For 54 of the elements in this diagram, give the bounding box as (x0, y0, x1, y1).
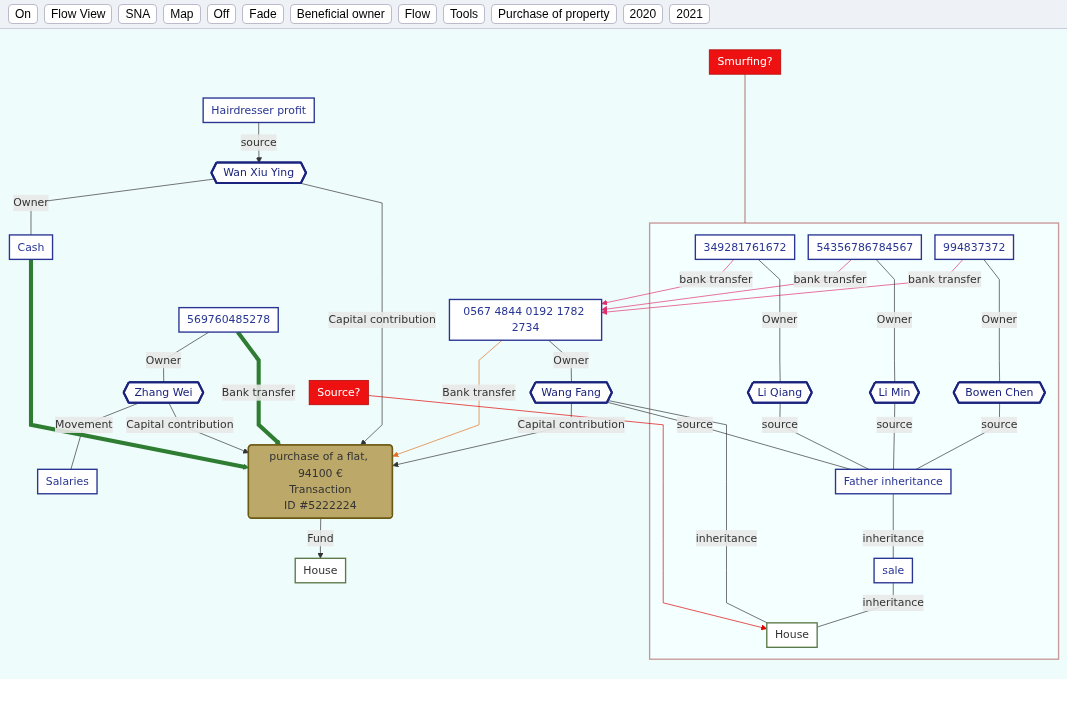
edge-label: Owner (145, 352, 181, 366)
node-box: Source? (308, 379, 369, 405)
edge-label: bank transfer (678, 272, 752, 286)
edge-label: source (240, 135, 277, 149)
node-box: Smurfing? (708, 48, 781, 75)
edge-label: Movement (54, 417, 113, 431)
edge-label: Bank transfer (441, 385, 516, 399)
edge-label: Owner (876, 312, 912, 326)
edge-label: Fund (306, 530, 334, 544)
edge-label: Owner (12, 195, 49, 209)
node-box: Hairdresser profit (201, 96, 315, 123)
edge-label: source (875, 417, 912, 431)
toolbar-label: Off (206, 4, 237, 24)
node-box: Father inheritance (834, 468, 952, 494)
cluster (648, 221, 1059, 660)
edge-label: source (980, 417, 1017, 431)
edge-label: source (761, 417, 798, 431)
edge-label: bank transfer (907, 272, 981, 286)
node-box: Salaries (36, 468, 98, 494)
toolbar-label: 2021 (669, 4, 710, 24)
edge-label: source (676, 417, 713, 431)
connector (607, 399, 767, 623)
node-box: Cash (8, 233, 53, 260)
arrow (235, 330, 281, 445)
toolbar-label: 2020 (622, 4, 664, 24)
node-box: 54356786784567 (807, 233, 922, 260)
toolbar-label: On (8, 4, 38, 24)
toolbar-label: SNA (118, 4, 158, 24)
connector (744, 73, 745, 223)
node-box: House (294, 557, 346, 583)
edge-label: Owner (552, 352, 589, 366)
toolbar-label: Flow (397, 4, 438, 24)
node-box: 349281761672 (694, 233, 795, 260)
node-box: House (765, 621, 818, 648)
toolbar-label: Map (163, 4, 201, 24)
edge-label: Bank transfer (221, 385, 296, 399)
node-box: 994837372 (933, 233, 1014, 260)
toolbar-label: Fade (242, 4, 284, 24)
edge-label: inheritance (862, 530, 924, 544)
toolbar-label: Tools (443, 4, 486, 24)
toolbar-label: Flow View (44, 4, 113, 24)
edge-label: Owner (761, 312, 798, 326)
toolbar-label: Beneficial owner (289, 4, 392, 24)
edge-label: inheritance (862, 595, 924, 609)
edge-label: Capital contribution (125, 417, 234, 431)
edge-label: inheritance (695, 530, 757, 544)
edge-label: Owner (981, 312, 1017, 326)
node-box: 569760485278 (177, 306, 279, 333)
edge-label: Capital contribution (516, 417, 625, 431)
edge-label: Capital contribution (327, 312, 436, 326)
node-box: sale (872, 557, 913, 583)
toolbar-label: Purchase of property (491, 4, 617, 24)
node-box: 0567 4844 0192 1782 2734 (448, 298, 602, 341)
edge-label: bank transfer (792, 272, 867, 286)
